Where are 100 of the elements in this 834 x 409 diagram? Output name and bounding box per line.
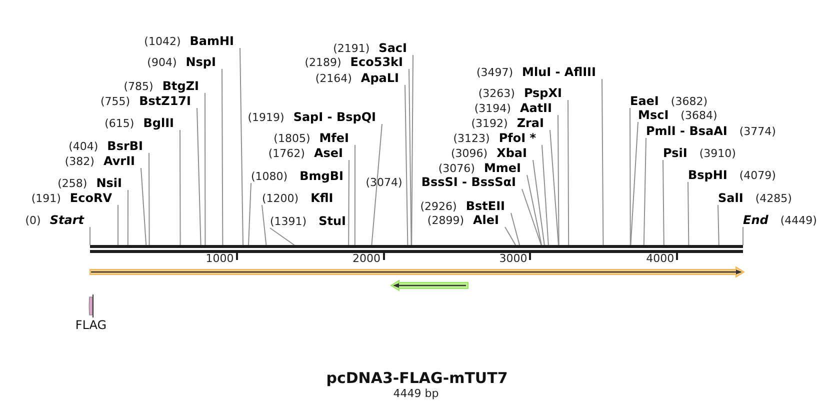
leader-line xyxy=(348,160,350,246)
enzyme-name: SapI - BspQI xyxy=(293,110,376,125)
leader-line xyxy=(504,226,516,246)
enzyme-name: MmeI xyxy=(484,161,521,176)
sequence-length: 4449 bp xyxy=(393,387,439,400)
position-number: (3123) xyxy=(453,131,490,146)
position-number: (755) xyxy=(100,94,130,109)
leader-line xyxy=(526,174,542,246)
leader-line xyxy=(568,100,570,246)
position-number: (1042) xyxy=(144,34,181,49)
enzyme-name: PsiI xyxy=(663,146,688,161)
position-number: (1200) xyxy=(262,191,299,206)
position-number: (404) xyxy=(68,139,98,154)
position-number: (785) xyxy=(124,79,154,94)
position-number: (2899) xyxy=(427,213,464,228)
leader-line xyxy=(262,204,267,246)
leader-line xyxy=(371,124,382,246)
leader-line xyxy=(240,48,244,246)
position-number: (0) xyxy=(25,213,41,228)
leader-line xyxy=(550,130,559,246)
leader-line xyxy=(404,84,408,246)
leader-line xyxy=(742,226,744,246)
position-number: (1080) xyxy=(251,169,288,184)
position-number: (3074) xyxy=(366,175,402,190)
enzyme-name: NsiI xyxy=(96,176,122,191)
enzyme-name: StuI xyxy=(318,214,346,229)
enzyme-name: KflI xyxy=(310,191,334,206)
position-number: (2926) xyxy=(420,199,457,214)
leader-line xyxy=(270,228,295,246)
map-title: pcDNA3-FLAG-mTUT7 xyxy=(326,369,508,387)
leader-line xyxy=(140,168,147,246)
leader-line xyxy=(180,130,181,246)
position-number: (191) xyxy=(31,191,61,206)
enzyme-name: BglII xyxy=(143,116,174,131)
leader-line xyxy=(510,212,520,246)
enzyme-name: MfeI xyxy=(319,131,349,146)
scale-label: 2000 xyxy=(352,252,380,266)
enzyme-name: PfoI * xyxy=(498,131,536,146)
leader-line xyxy=(522,188,542,246)
leader-line xyxy=(532,160,545,246)
enzyme-name: BamHI xyxy=(190,34,234,49)
sequence-start-label: Start xyxy=(50,213,84,228)
enzyme-name: AleI xyxy=(472,213,499,228)
position-number: (4449) xyxy=(780,213,817,228)
enzyme-name: Eco53kI xyxy=(350,55,403,70)
enzyme-name: BstEII xyxy=(466,199,505,214)
enzyme-name: BmgBI xyxy=(300,169,344,184)
leader-line xyxy=(148,152,150,246)
position-number: (258) xyxy=(58,176,88,191)
enzyme-name: AatII xyxy=(520,101,552,116)
enzyme-name: EaeI xyxy=(630,94,659,109)
enzyme-name: BspHI xyxy=(688,168,728,183)
feature-label: FLAG xyxy=(75,318,107,332)
leader-line xyxy=(602,78,604,246)
position-number: (3682) xyxy=(670,94,708,109)
scale-label: 4000 xyxy=(646,252,674,266)
position-number: (4285) xyxy=(755,191,792,206)
position-number: (3684) xyxy=(680,108,718,123)
position-number: (3096) xyxy=(451,146,488,161)
position-number: (3263) xyxy=(478,86,515,101)
position-number: (3194) xyxy=(474,101,511,116)
enzyme-name: PmlI - BsaAI xyxy=(646,124,728,139)
position-number: (1762) xyxy=(268,146,305,161)
enzyme-name: BssSI - BssSαI xyxy=(421,175,516,190)
enzyme-name: NspI xyxy=(186,55,216,70)
position-number: (3076) xyxy=(438,161,475,176)
leader-line xyxy=(558,114,560,246)
leader-line xyxy=(643,138,646,246)
enzyme-name: PspXI xyxy=(524,86,562,101)
scale-label: 1000 xyxy=(206,252,234,266)
leader-line xyxy=(204,92,206,246)
position-number: (2191) xyxy=(333,41,370,56)
leader-line xyxy=(630,122,638,246)
enzyme-name: EcoRV xyxy=(70,191,112,206)
enzyme-name: MluI - AflIII xyxy=(522,65,596,80)
position-number: (3910) xyxy=(699,146,736,161)
position-number: (3192) xyxy=(471,116,508,131)
enzyme-name: BsrBI xyxy=(107,139,143,154)
leader-line xyxy=(630,108,631,246)
enzyme-name: SacI xyxy=(378,41,407,56)
position-number: (2189) xyxy=(304,55,342,70)
position-number: (2164) xyxy=(315,71,352,86)
enzyme-name: BstZ17I xyxy=(139,94,191,109)
enzyme-name: MscI xyxy=(638,108,669,123)
leader-line xyxy=(248,182,252,246)
dna-backbone xyxy=(90,245,743,253)
position-number: (904) xyxy=(147,55,177,70)
leader-line xyxy=(662,160,664,246)
leader-line xyxy=(688,182,690,246)
enzyme-name: BtgZI xyxy=(162,79,199,94)
leader-line xyxy=(542,144,549,246)
enzyme-name: AseI xyxy=(314,146,343,161)
position-number: (615) xyxy=(104,116,134,131)
leader-line xyxy=(127,190,128,246)
position-number: (3497) xyxy=(476,65,514,80)
position-number: (1919) xyxy=(248,110,284,125)
sequence-end-label: End xyxy=(743,213,768,228)
position-number: (4079) xyxy=(739,168,776,183)
position-number: (382) xyxy=(64,154,94,169)
leader-line xyxy=(718,204,720,246)
